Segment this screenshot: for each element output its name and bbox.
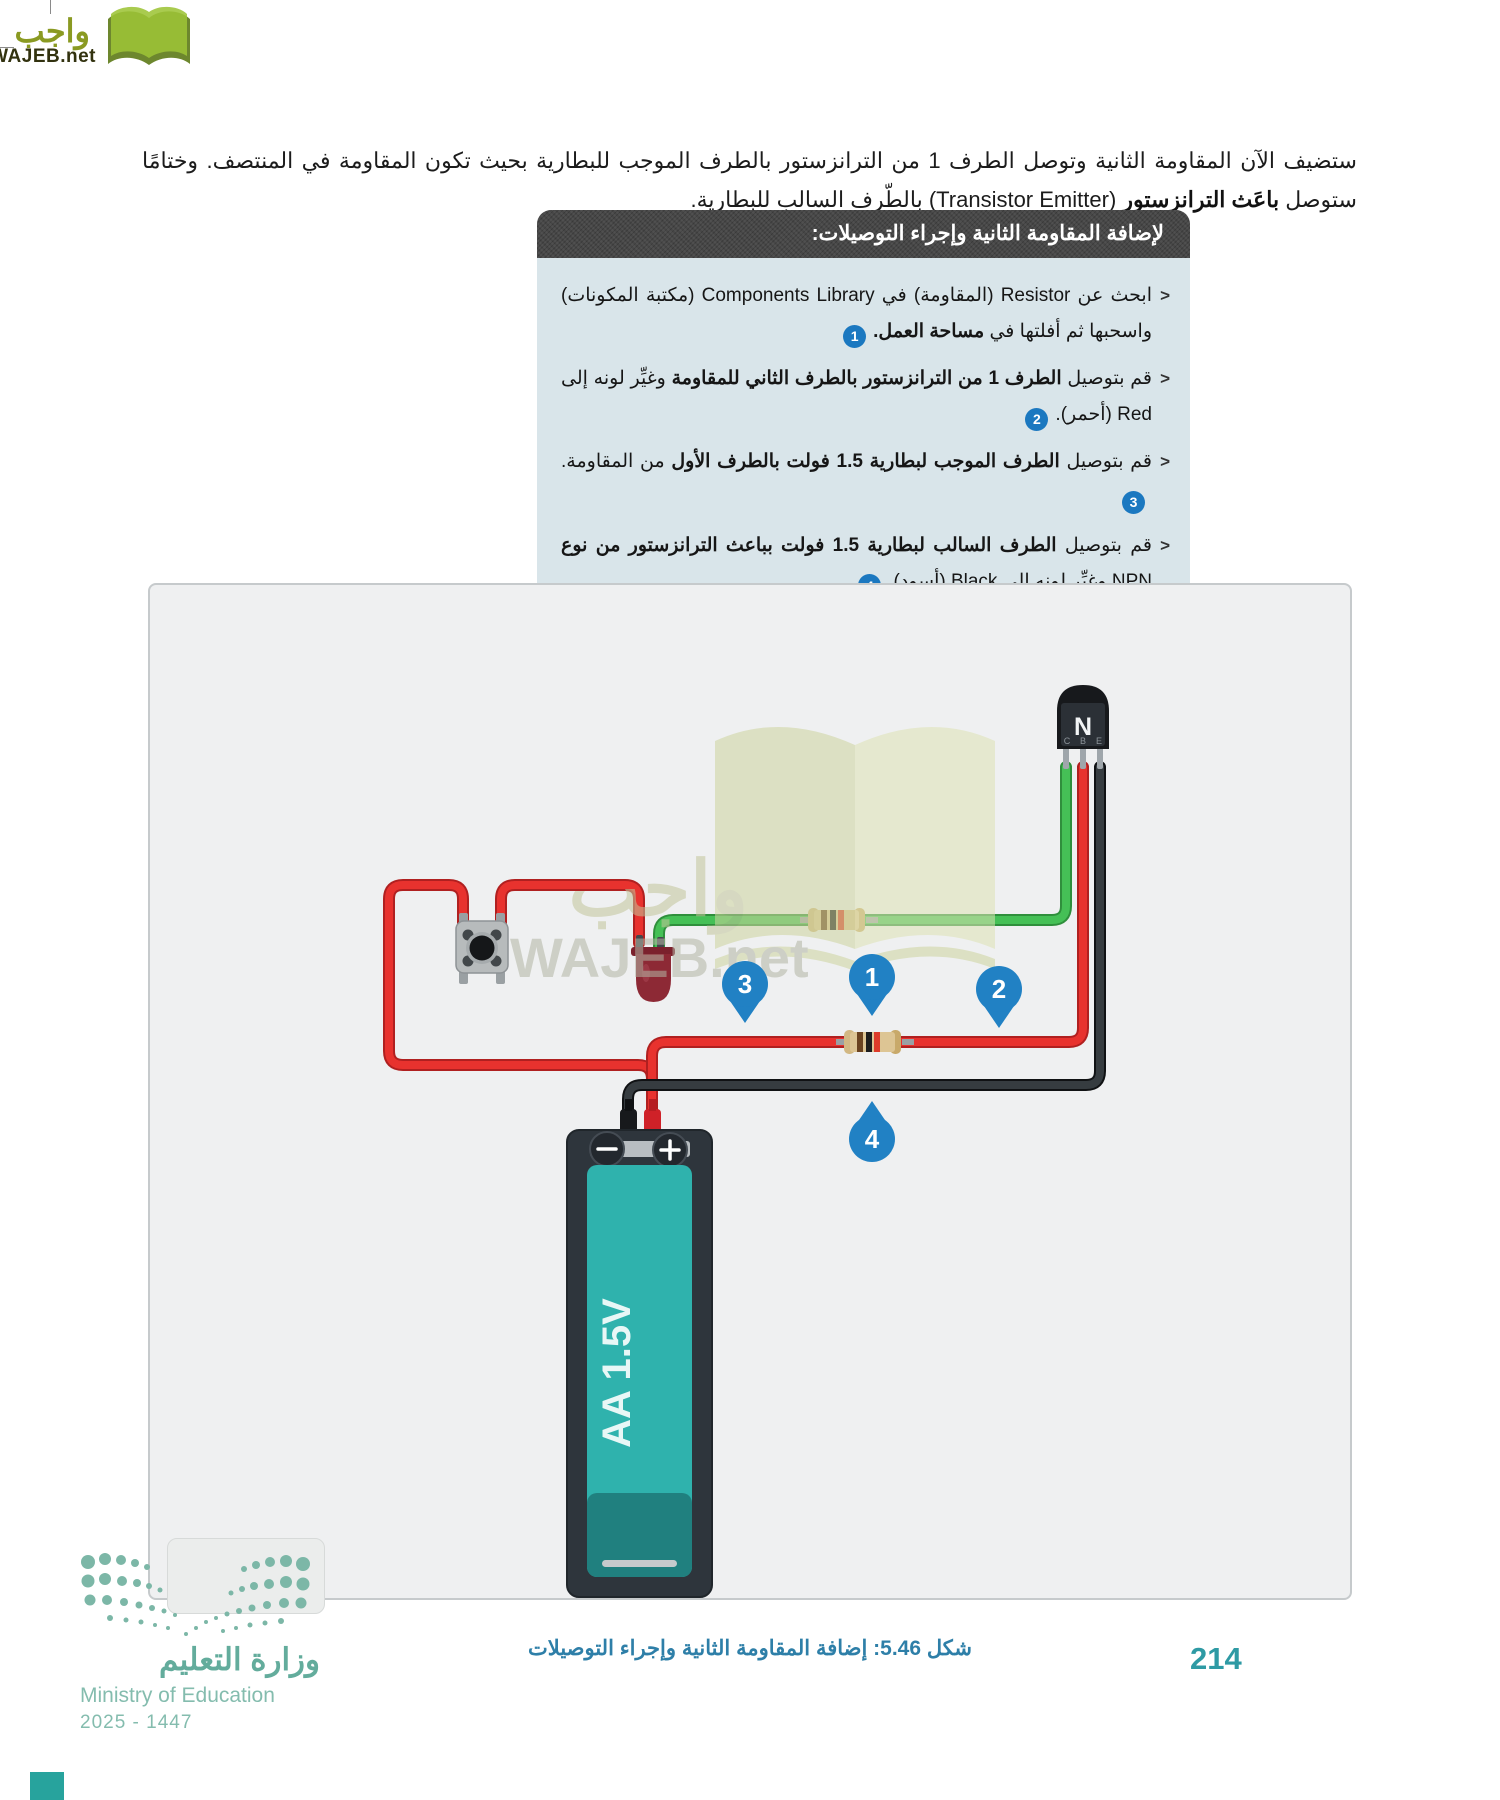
crop-mark-horizontal: [0, 47, 14, 48]
instruction-text: قم بتوصيل الطرف الموجب لبطارية 1.5 فولت …: [561, 444, 1152, 516]
moe-dots-logo: [81, 1553, 310, 1636]
battery-plug-black: [620, 1109, 637, 1135]
wajeb-logo: واجب WAJEB.net: [0, 6, 208, 76]
moe-english-name: Ministry of Education: [80, 1684, 275, 1707]
instruction-box-body: < ابحث عن Resistor (المقاومة) في Compone…: [537, 258, 1190, 612]
logo-latin-text: WAJEB.net: [0, 46, 96, 67]
item2-bold: الطرف 1 من الترانزستور بالطرف الثاني للم…: [671, 368, 1062, 390]
item4-bold: الطرف السالب لبطارية 1.5 فولت بباعث التر…: [561, 534, 1057, 556]
watermark-book-icon: [715, 726, 995, 971]
pin-3-label: 3: [738, 969, 752, 999]
location-pin-3: 3: [722, 961, 768, 1023]
wire-black: [624, 763, 1104, 1115]
instruction-item-1: < ابحث عن Resistor (المقاومة) في Compone…: [561, 278, 1170, 350]
logo-arabic-text: واجب: [14, 13, 90, 49]
crop-mark-vertical: [50, 0, 51, 14]
instruction-text: قم بتوصيل الطرف 1 من الترانزستور بالطرف …: [561, 361, 1152, 433]
location-pins: 3 1 2 4: [722, 954, 1022, 1162]
bullet-marker: <: [1160, 369, 1170, 389]
transistor-pin-b-label: B: [1080, 736, 1086, 746]
bullet-marker: <: [1160, 286, 1170, 305]
instruction-item-3: < قم بتوصيل الطرف الموجب لبطارية 1.5 فول…: [561, 444, 1170, 516]
item1-bold: مساحة العمل.: [873, 321, 985, 343]
circuit-diagram-svg: N C B E: [383, 685, 1109, 1598]
transistor-pin-e-label: E: [1096, 736, 1102, 746]
intro-paragraph: ستضيف الآن المقاومة الثانية وتوصل الطرف …: [142, 142, 1357, 219]
location-pin-4: 4: [849, 1101, 895, 1162]
watermark-arabic: واجب: [569, 847, 748, 935]
instruction-item-2: < قم بتوصيل الطرف 1 من الترانزستور بالطر…: [561, 361, 1170, 433]
location-pin-2: 2: [976, 966, 1022, 1028]
moe-edition-years: 2025 - 1447: [80, 1712, 193, 1733]
transistor-label: N: [1074, 713, 1092, 741]
teal-print-mark: [30, 1772, 64, 1800]
pin-2-label: 2: [992, 974, 1006, 1004]
pin-1-label: 1: [865, 962, 879, 992]
resistor-red-wire: [836, 1030, 914, 1054]
figure-caption: شكل 5.46: إضافة المقاومة الثانية وإجراء …: [528, 1637, 972, 1660]
item1-pre: ابحث عن Resistor (المقاومة) في Component…: [561, 285, 1152, 343]
item3-pre: قم بتوصيل: [1059, 451, 1152, 473]
circuit-figure: N C B E: [148, 583, 1352, 1600]
bullet-marker: <: [1160, 452, 1170, 472]
battery-cell: [587, 1165, 692, 1577]
transistor-leg-e: [1097, 743, 1103, 769]
item3-bold: الطرف الموجب لبطارية 1.5 فولت بالطرف الأ…: [671, 451, 1060, 473]
npn-transistor: N C B E: [1057, 685, 1109, 769]
book-logo-icon: [108, 6, 190, 65]
location-pin-1: 1: [849, 954, 895, 1016]
led: [631, 935, 675, 1002]
item2-pre: قم بتوصيل: [1061, 368, 1152, 390]
item2-post: وغيِّر لونه إلى Red (أحمر).: [561, 368, 1152, 426]
transistor-leg-c: [1063, 743, 1069, 769]
pin-4-label: 4: [865, 1124, 880, 1154]
push-button: [455, 913, 509, 984]
intro-run2-bold: باعَث الترانزستور: [1122, 186, 1280, 212]
wire-red-loop: [385, 881, 656, 1113]
item4-pre: قم بتوصيل: [1056, 534, 1152, 556]
transistor-leg-b: [1080, 743, 1086, 769]
wire-red-led: [497, 881, 643, 947]
transistor-pin-c-label: C: [1064, 736, 1071, 746]
battery: AA 1.5V: [566, 1099, 713, 1598]
step-badge-3: 3: [1122, 491, 1145, 515]
instruction-box-title: لإضافة المقاومة الثانية وإجراء التوصيلات…: [537, 210, 1190, 258]
instruction-text: ابحث عن Resistor (المقاومة) في Component…: [561, 278, 1152, 350]
item3-post: من المقاومة.: [561, 451, 672, 473]
instruction-box: لإضافة المقاومة الثانية وإجراء التوصيلات…: [537, 210, 1190, 612]
moe-arabic-name: وزارة التعليم: [159, 1642, 320, 1677]
step-badge-1: 1: [843, 324, 867, 348]
intro-run3: (Transistor Emitter) بالطّرف السالب للبط…: [690, 186, 1123, 212]
button-cap: [469, 935, 495, 961]
bullet-marker: <: [1160, 535, 1170, 555]
page-number: 214: [1190, 1641, 1242, 1676]
battery-label: AA 1.5V: [595, 1298, 639, 1448]
battery-plug-red: [644, 1109, 661, 1135]
step-badge-2: 2: [1025, 408, 1049, 432]
intro-run1: ستضيف الآن المقاومة الثانية وتوصل الطرف …: [142, 148, 1357, 212]
watermark: واجب WAJEB.net: [510, 726, 995, 989]
